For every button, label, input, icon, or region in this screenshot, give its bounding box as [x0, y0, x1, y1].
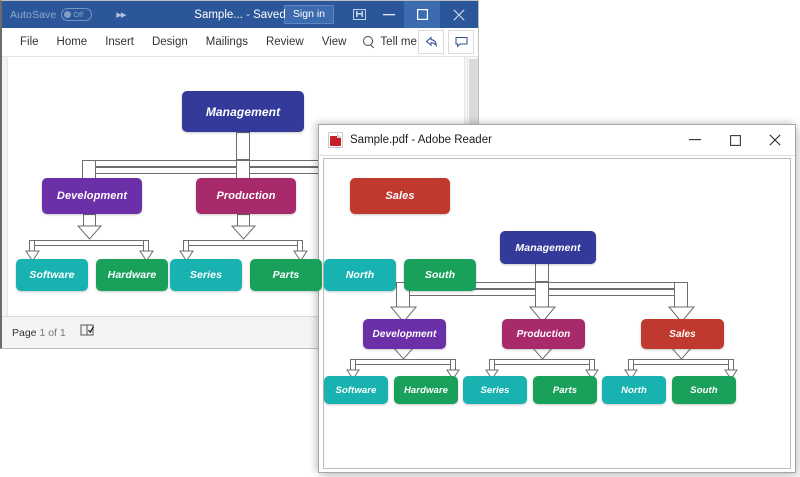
arrow-head-software	[346, 367, 360, 385]
ribbon-right-actions	[418, 30, 478, 54]
page-indicator[interactable]: Page 1 of 1	[12, 327, 66, 339]
pdf-window-title: Sample.pdf - Adobe Reader	[350, 134, 492, 146]
word-title-separator: -	[246, 8, 250, 21]
close-icon[interactable]	[755, 125, 795, 155]
node-development[interactable]: Development	[363, 319, 446, 349]
autosave-switch[interactable]: Off	[61, 8, 93, 21]
node-series[interactable]: Series	[170, 259, 242, 291]
page-prefix-label: Page	[12, 326, 37, 339]
tell-me-label: Tell me	[380, 36, 417, 48]
share-icon[interactable]	[418, 30, 444, 54]
arrow-head-parts	[585, 367, 599, 385]
pdf-title-bar: Sample.pdf - Adobe Reader	[319, 125, 795, 156]
tell-me-search[interactable]: Tell me	[355, 36, 417, 48]
comments-icon[interactable]	[448, 30, 474, 54]
word-document-canvas[interactable]: Management Development Production Sales …	[2, 57, 478, 316]
org-chart-pdf: Management Development Production Sales …	[324, 159, 790, 468]
word-title-bar: AutoSave Off ▸▸ Sample... - Saved Sign i…	[2, 1, 478, 28]
node-production[interactable]: Production	[502, 319, 585, 349]
word-document-name: Sample...	[194, 8, 243, 21]
pdf-window-controls	[675, 125, 795, 155]
autosave-state-label: Off	[73, 9, 84, 19]
tab-insert[interactable]: Insert	[105, 35, 134, 48]
autosave-toggle[interactable]: AutoSave Off	[10, 8, 93, 21]
arrow-head-hardware	[446, 367, 460, 385]
pdf-page: Management Development Production Sales …	[323, 158, 791, 469]
word-saved-status: Saved	[253, 8, 286, 21]
tab-home[interactable]: Home	[56, 35, 88, 48]
tab-mailings[interactable]: Mailings	[205, 35, 248, 48]
node-software[interactable]: Software	[324, 376, 388, 404]
maximize-icon[interactable]	[404, 1, 440, 28]
tab-design[interactable]: Design	[151, 35, 188, 48]
node-series[interactable]: Series	[463, 376, 527, 404]
org-chart-word: Management Development Production Sales …	[8, 57, 478, 316]
minimize-icon[interactable]	[374, 1, 404, 28]
node-north[interactable]: North	[602, 376, 666, 404]
node-sales[interactable]: Sales	[641, 319, 724, 349]
pdf-viewer-body[interactable]: Management Development Production Sales …	[319, 156, 795, 472]
node-software[interactable]: Software	[16, 259, 88, 291]
node-development[interactable]: Development	[42, 178, 142, 214]
node-management[interactable]: Management	[182, 91, 304, 132]
connector-management-stem	[236, 132, 250, 160]
tab-file[interactable]: File	[20, 35, 39, 48]
search-icon	[363, 36, 375, 48]
node-sales[interactable]: Sales	[350, 178, 450, 214]
node-production[interactable]: Production	[196, 178, 296, 214]
node-parts[interactable]: Parts	[250, 259, 322, 291]
page-total-number: 1	[59, 326, 66, 339]
arrow-head-hardware	[139, 249, 154, 267]
arrow-head-development	[389, 306, 418, 328]
node-hardware[interactable]: Hardware	[394, 376, 458, 404]
arrow-head-parts	[293, 249, 308, 267]
adobe-pdf-icon	[328, 132, 343, 148]
sign-in-button[interactable]: Sign in	[283, 4, 334, 25]
tab-review[interactable]: Review	[265, 35, 304, 48]
node-hardware[interactable]: Hardware	[96, 259, 168, 291]
word-titlebar-controls: Sign in	[283, 1, 478, 28]
page-current-number: 1	[39, 326, 46, 339]
arrow-head-sales	[667, 306, 696, 328]
arrow-head-software	[25, 249, 40, 267]
arrow-head-production	[528, 306, 557, 328]
arrow-head-north	[624, 367, 638, 385]
arrow-head-south	[724, 367, 738, 385]
autosave-label: AutoSave	[10, 8, 57, 21]
node-north[interactable]: North	[324, 259, 396, 291]
node-management[interactable]: Management	[500, 231, 596, 264]
tab-view[interactable]: View	[321, 35, 347, 48]
ribbon-display-options-icon[interactable]	[344, 1, 374, 28]
proofing-errors-icon[interactable]	[80, 323, 95, 342]
minimize-icon[interactable]	[675, 125, 715, 155]
close-icon[interactable]	[440, 1, 478, 28]
autosave-switch-knob	[64, 11, 72, 18]
word-page: Management Development Production Sales …	[8, 57, 478, 316]
maximize-icon[interactable]	[715, 125, 755, 155]
arrow-head-series	[485, 367, 499, 385]
node-south[interactable]: South	[672, 376, 736, 404]
arrow-head-production-stem	[230, 225, 257, 245]
node-south[interactable]: South	[404, 259, 476, 291]
node-parts[interactable]: Parts	[533, 376, 597, 404]
word-ribbon-tabs: File Home Insert Design Mailings Review …	[2, 28, 478, 57]
chevron-double-right-icon[interactable]: ▸▸	[116, 9, 126, 21]
arrow-head-development-stem	[76, 225, 103, 245]
page-of-label: of	[48, 326, 57, 339]
arrow-head-series	[179, 249, 194, 267]
adobe-reader-window[interactable]: Sample.pdf - Adobe Reader	[318, 124, 796, 473]
